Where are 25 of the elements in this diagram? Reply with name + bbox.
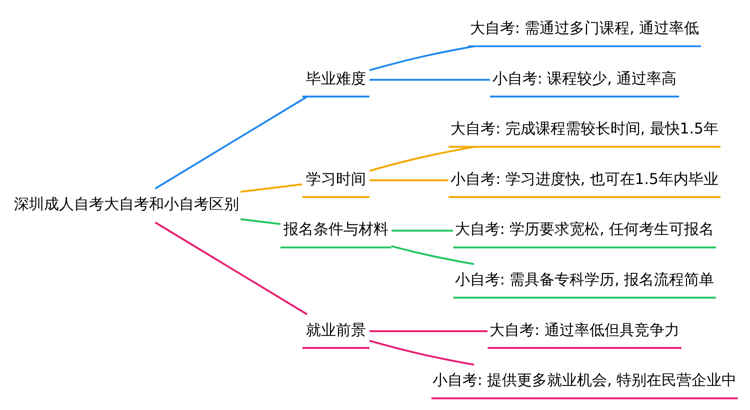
node-text: 大自考: 完成课程需较长时间, 最快1.5年 — [450, 119, 718, 138]
connector — [154, 221, 308, 315]
node-text: 大自考: 学历要求宽松, 任何考生可报名 — [454, 220, 714, 238]
connector — [370, 178, 448, 181]
connector — [370, 330, 488, 332]
connector — [369, 44, 474, 71]
node-text: 报名条件与材料 — [283, 220, 388, 238]
node-text: 小自考: 提供更多就业机会, 特别在民营企业中 — [432, 370, 737, 389]
connector — [391, 244, 474, 265]
connector — [154, 95, 308, 189]
node-text: 小自考: 需具备专科学历, 报名流程简单 — [454, 270, 714, 288]
connector — [369, 339, 474, 366]
node-text: 深圳成人自考大自考和小自考区别 — [14, 194, 239, 213]
connector — [240, 182, 302, 192]
node-text: 大自考: 需通过多门课程, 通过率低 — [470, 18, 700, 37]
node-text: 大自考: 通过率低但具竞争力 — [490, 320, 680, 338]
node-text: 小自考: 课程较少, 通过率高 — [492, 68, 677, 87]
connector — [392, 229, 454, 232]
node-text: 就业前景 — [306, 320, 366, 338]
node-text: 毕业难度 — [306, 68, 366, 87]
node-text: 学习时间 — [306, 169, 366, 188]
connector — [369, 145, 474, 172]
node-text: 小自考: 学习进度快, 也可在1.5年内毕业 — [450, 169, 718, 188]
connector — [240, 218, 281, 224]
connector — [370, 78, 490, 80]
